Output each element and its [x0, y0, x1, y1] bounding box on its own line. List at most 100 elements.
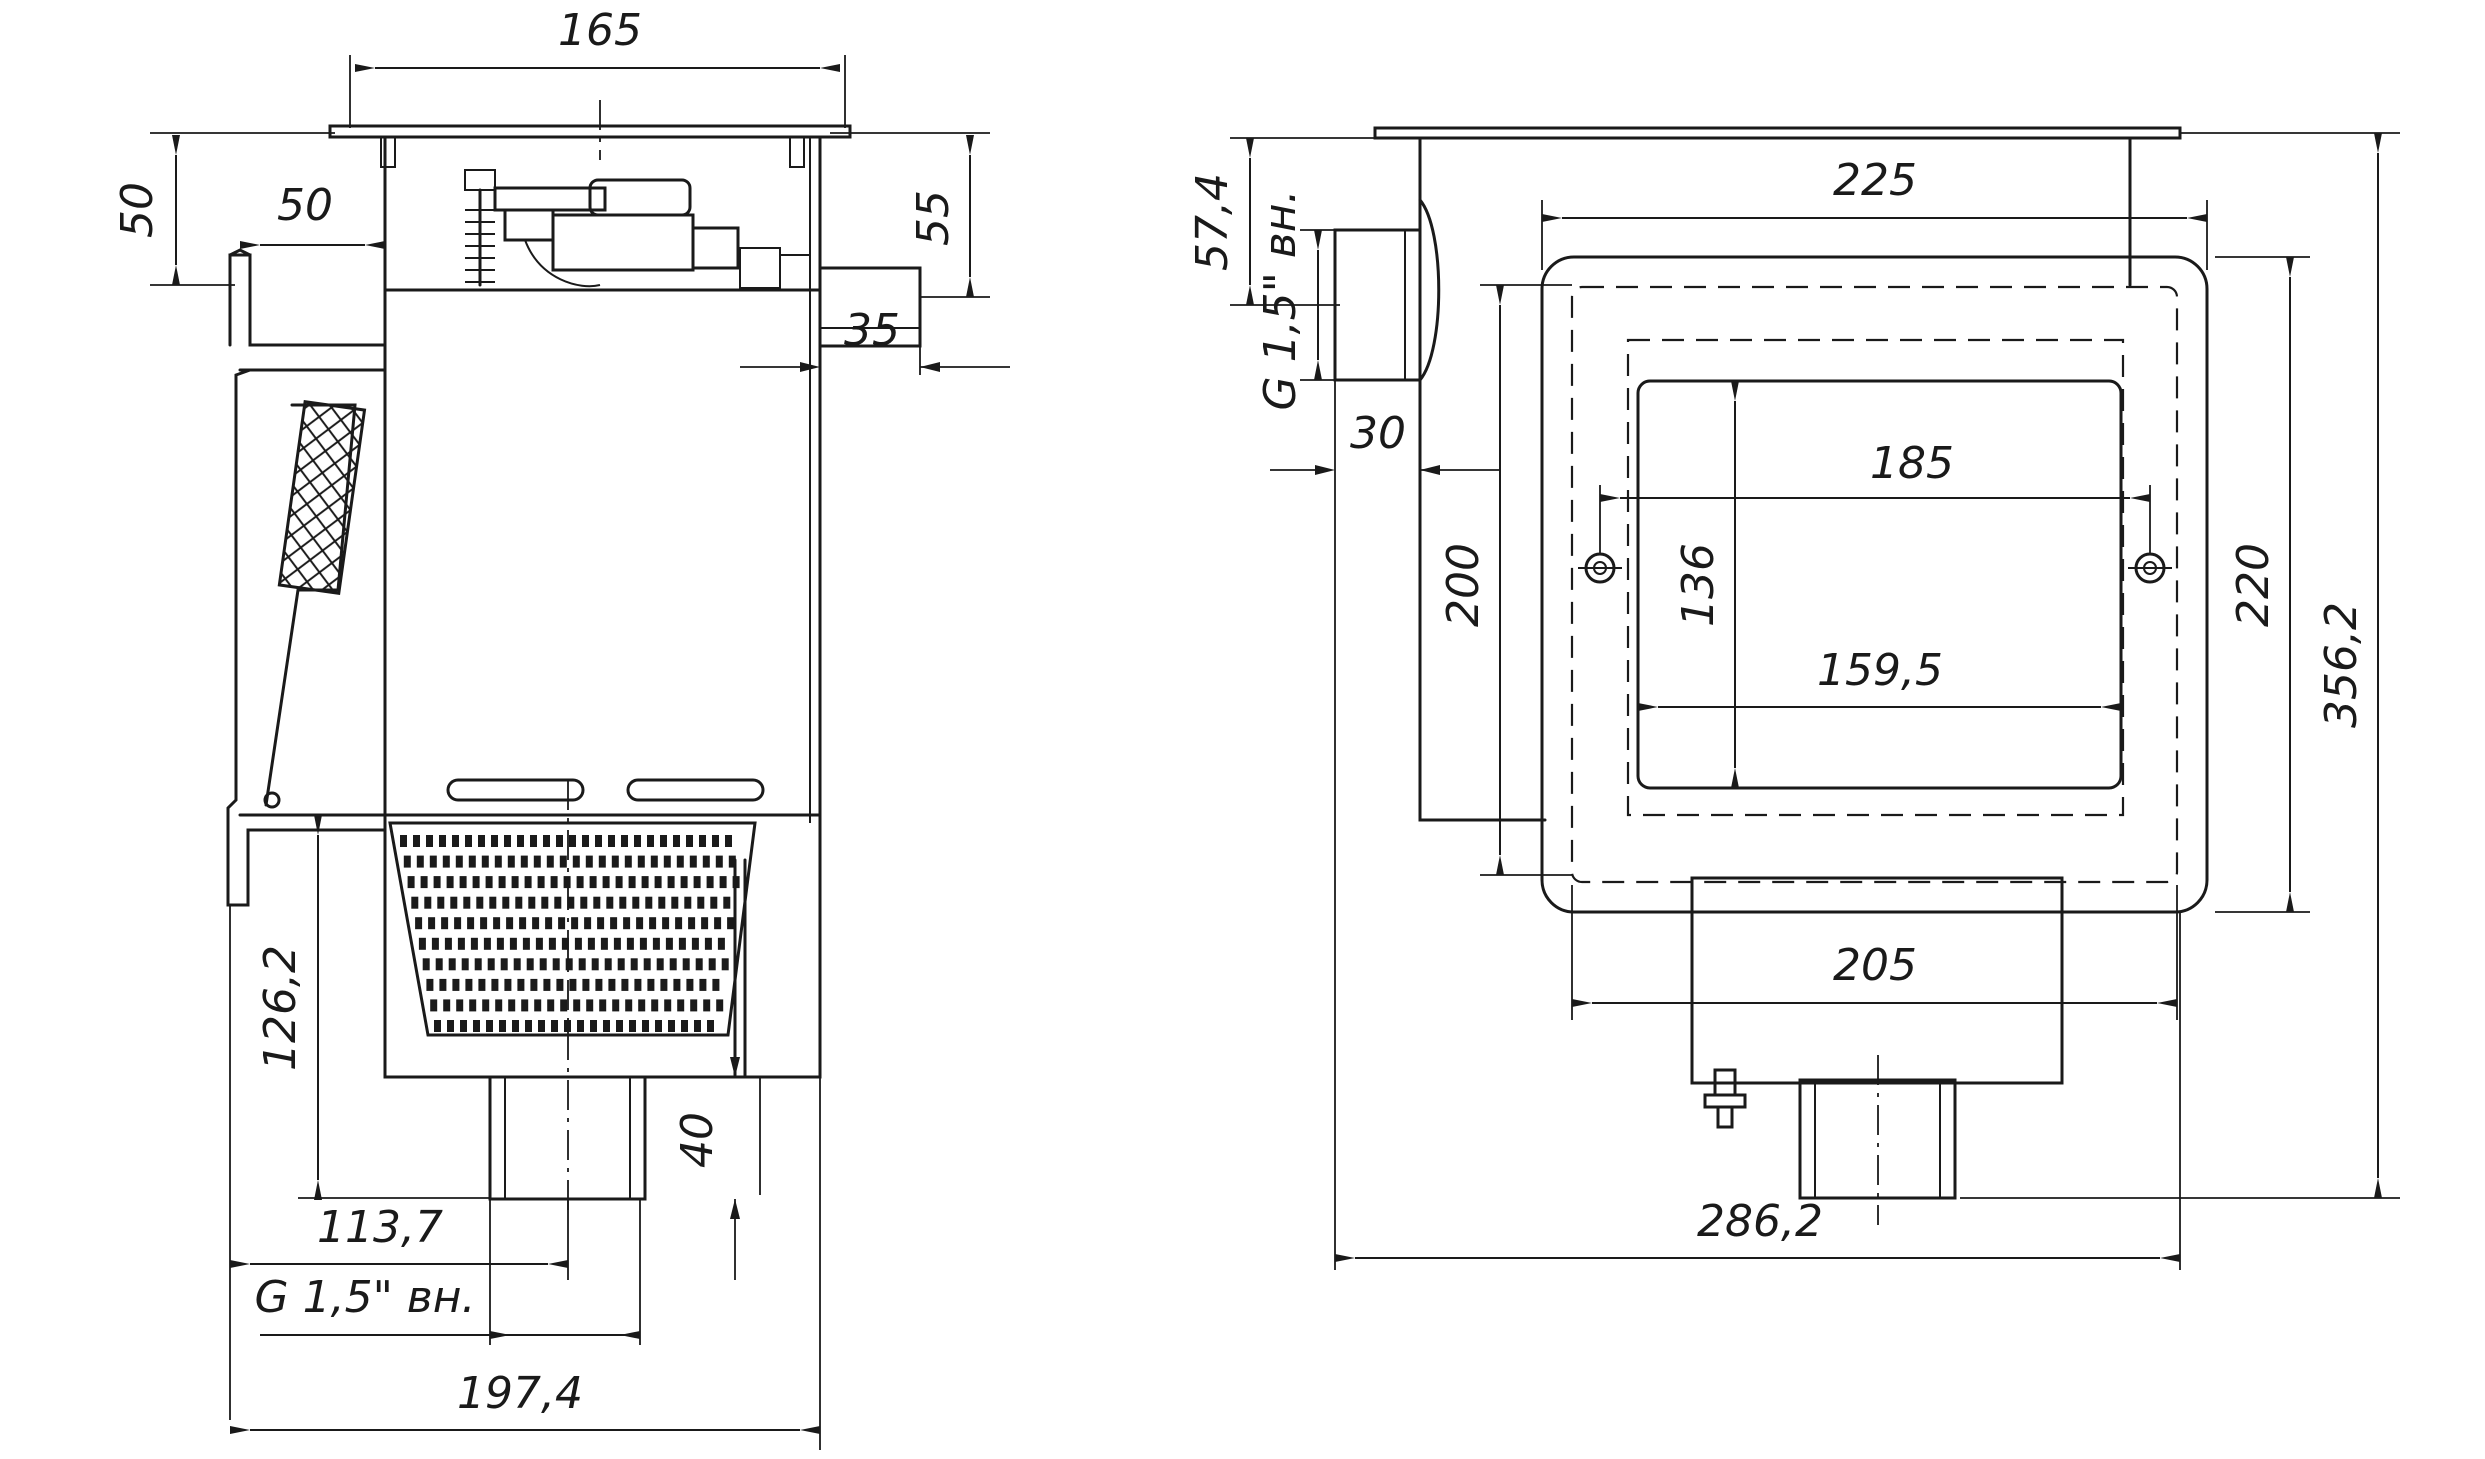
basket-slot: [712, 978, 720, 991]
basket-slot: [437, 896, 445, 909]
basket-slot: [550, 876, 558, 889]
basket-slot: [686, 978, 694, 991]
basket-slot: [723, 896, 731, 909]
basket-slot: [673, 978, 681, 991]
front-face-inner: [1570, 285, 2179, 884]
basket-slot: [582, 835, 589, 847]
basket-slot: [590, 1020, 597, 1032]
basket-slot: [426, 835, 433, 847]
basket-slot: [478, 978, 486, 991]
basket-slot: [707, 1020, 714, 1032]
basket-slot: [563, 876, 571, 889]
basket-slot: [500, 958, 508, 971]
basket-slot: [600, 937, 608, 950]
basket-slot: [690, 999, 698, 1012]
basket-slot: [526, 958, 534, 971]
basket-slot: [599, 999, 607, 1012]
basket-slot: [543, 835, 550, 847]
basket-slot: [499, 1020, 506, 1032]
basket-slot: [522, 937, 530, 950]
basket-slot: [654, 876, 662, 889]
dim-front-overall-width: 286,2: [1697, 1196, 1823, 1247]
basket-slot: [482, 999, 490, 1012]
basket-slot: [699, 978, 707, 991]
dim-window-height: 136: [1673, 543, 1724, 627]
basket-slot: [636, 917, 644, 930]
basket-slot: [512, 1020, 519, 1032]
basket-slot: [433, 876, 441, 889]
side-throat-outer-edge: [228, 248, 252, 257]
basket-slot: [625, 999, 633, 1012]
basket-slot: [678, 937, 686, 950]
basket-slot: [418, 937, 426, 950]
basket-slot: [569, 835, 576, 847]
basket-slot: [595, 835, 602, 847]
basket-slot: [494, 855, 502, 868]
basket-slot: [498, 876, 506, 889]
basket-slot: [593, 896, 601, 909]
basket-slot: [517, 835, 524, 847]
basket-slot: [701, 917, 709, 930]
basket-slot: [608, 835, 615, 847]
basket-slot: [519, 917, 527, 930]
dim-throat-depth: 50: [277, 180, 333, 231]
basket-slot: [587, 937, 595, 950]
basket-slot: [706, 876, 714, 889]
dim-flange-width: 225: [1833, 155, 1917, 206]
front-face-flange: [1540, 255, 2209, 914]
basket-slot: [546, 855, 554, 868]
basket-slot: [675, 917, 683, 930]
basket-slot: [539, 958, 547, 971]
basket-slot: [400, 835, 407, 847]
basket-slot: [616, 1020, 623, 1032]
side-flange-tab-left: [380, 136, 396, 168]
basket-slot: [415, 917, 423, 930]
basket-slot: [534, 999, 542, 1012]
basket-slot: [413, 835, 420, 847]
front-body-outline: [1418, 136, 2132, 822]
front-window-outer: [1626, 338, 2125, 817]
basket-slot: [604, 958, 612, 971]
basket-slot: [567, 896, 575, 909]
basket-slot: [504, 978, 512, 991]
basket-slot: [528, 896, 536, 909]
basket-slot: [662, 917, 670, 930]
basket-slot: [478, 835, 485, 847]
basket-slot: [586, 999, 594, 1012]
basket-slot: [697, 896, 705, 909]
basket-slot: [564, 1020, 571, 1032]
dim-top-width: 165: [558, 5, 642, 56]
front-side-pipe-cap: [1418, 198, 1441, 382]
basket-slot: [649, 917, 657, 930]
basket-slot: [481, 855, 489, 868]
basket-slot: [617, 958, 625, 971]
basket-slot: [651, 999, 659, 1012]
basket-slot: [483, 937, 491, 950]
front-top-flange: [1373, 126, 2182, 140]
dim-thread: G 1,5" вн.: [255, 1272, 476, 1323]
basket-slot: [716, 999, 724, 1012]
basket-slot: [554, 896, 562, 909]
basket-slot: [645, 896, 653, 909]
basket-slot: [667, 876, 675, 889]
basket-slot: [660, 978, 668, 991]
dim-opening-height: 200: [1438, 543, 1489, 627]
basket-slot: [524, 876, 532, 889]
basket-slot: [537, 876, 545, 889]
basket-slot: [485, 876, 493, 889]
basket-slot: [460, 1020, 467, 1032]
basket-slot: [416, 855, 424, 868]
basket-slot: [665, 937, 673, 950]
basket-slot: [465, 835, 472, 847]
front-view: 225 57,4 G 1,5" вн. 30 200 185 136: [1187, 126, 2400, 1270]
basket-slot: [558, 917, 566, 930]
basket-slot: [407, 876, 415, 889]
basket-slot: [450, 896, 458, 909]
dim-window-width: 159,5: [1817, 645, 1943, 696]
basket-slot: [468, 855, 476, 868]
basket-slot: [727, 917, 735, 930]
basket-slot: [641, 876, 649, 889]
basket-slot: [669, 958, 677, 971]
basket-slot: [603, 1020, 610, 1032]
basket-slot: [457, 937, 465, 950]
